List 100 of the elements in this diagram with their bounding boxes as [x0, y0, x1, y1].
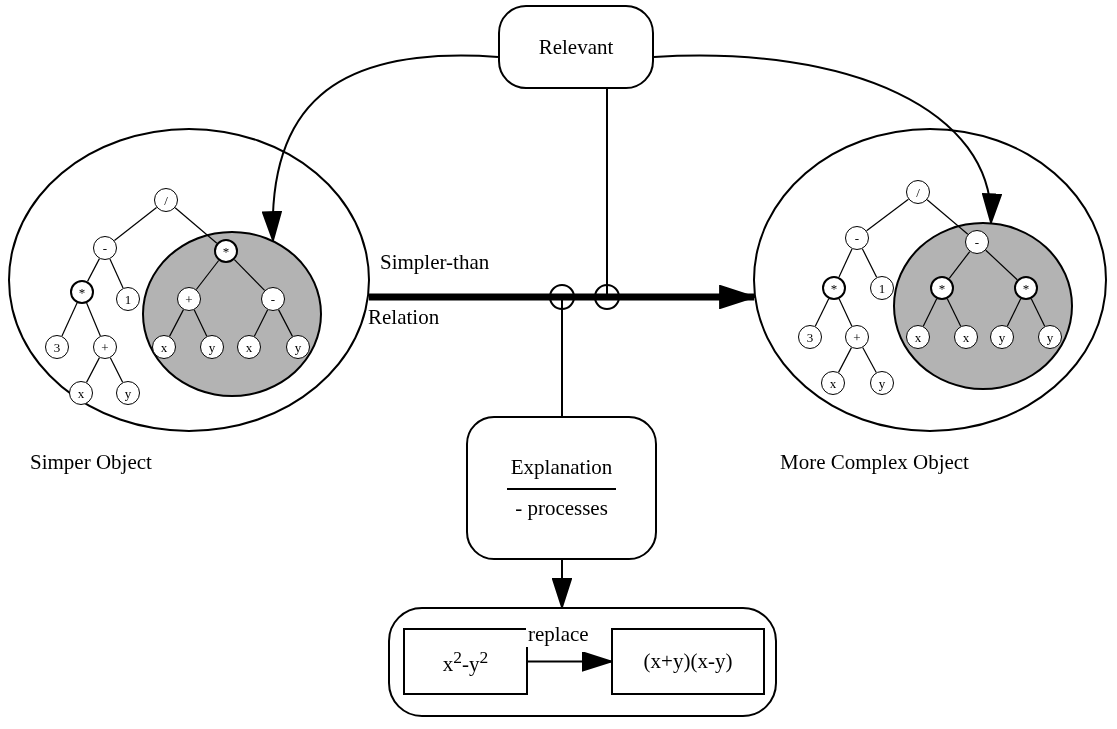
node-symbol: / — [164, 193, 168, 207]
tree-node — [870, 371, 894, 395]
node-symbol: / — [916, 185, 920, 199]
tree-branch — [86, 258, 101, 282]
tree-node — [116, 381, 140, 405]
tree-branch — [814, 298, 830, 327]
node-symbol: x — [77, 386, 85, 400]
object-caption: More Complex Object — [780, 450, 969, 475]
node-subtitle: - processes — [515, 496, 608, 521]
tree-branch — [85, 357, 101, 383]
tree-branch — [922, 298, 938, 327]
tree-branch — [109, 258, 124, 289]
relation-label: Relation — [368, 305, 440, 330]
object-caption: Simper Object — [30, 450, 152, 475]
tree-node — [45, 335, 69, 359]
node-symbol: * — [1022, 281, 1030, 295]
node-symbol: + — [101, 340, 109, 354]
tree-branch — [113, 206, 158, 242]
tree-branch — [948, 250, 971, 280]
tree-branch — [838, 248, 853, 278]
tree-branch — [86, 302, 101, 337]
tree-branch — [61, 302, 78, 337]
tree-branch — [1006, 298, 1022, 327]
node-symbol: - — [102, 241, 108, 255]
tree-node — [93, 335, 117, 359]
node-title: Relevant — [538, 34, 614, 60]
node-symbol: * — [78, 285, 86, 299]
node-symbol: x — [914, 330, 922, 344]
node-symbol: 1 — [124, 292, 132, 306]
tree-node — [152, 335, 176, 359]
tree-node — [845, 226, 869, 250]
tree-branch — [277, 309, 294, 337]
tree-branch — [195, 259, 220, 291]
arrow — [552, 559, 572, 608]
tree-node — [822, 276, 846, 300]
expression-box — [403, 628, 528, 695]
tree-node — [261, 287, 285, 311]
rounded-box — [466, 416, 657, 560]
node-title: (x+y)(x-y) — [643, 649, 733, 674]
tree-branch — [168, 309, 185, 337]
tree-node — [1014, 276, 1038, 300]
tree-node — [870, 276, 894, 300]
relation-label: Simpler-than — [380, 250, 490, 275]
arrow — [527, 651, 612, 672]
expression-box — [611, 628, 765, 695]
arrow — [263, 54, 499, 242]
node-symbol: 1 — [878, 281, 886, 295]
tree-node — [177, 287, 201, 311]
node-symbol: - — [854, 231, 860, 245]
tree-node — [154, 188, 178, 212]
tree-node — [906, 325, 930, 349]
tree-node — [954, 325, 978, 349]
tree-node — [1038, 325, 1062, 349]
tree-branch — [1030, 298, 1046, 327]
tree-node — [965, 230, 989, 254]
node-symbol: y — [294, 340, 302, 354]
node-symbol: + — [185, 292, 193, 306]
tree-branch — [174, 207, 218, 244]
tree-node — [214, 239, 238, 263]
tree-node — [798, 325, 822, 349]
tree-node — [286, 335, 310, 359]
tree-node — [845, 325, 869, 349]
node-symbol: - — [270, 292, 276, 306]
node-symbol: 3 — [53, 340, 61, 354]
tree-node — [200, 335, 224, 359]
node-symbol: y — [1046, 330, 1054, 344]
tree-node — [69, 381, 93, 405]
tree-node — [906, 180, 930, 204]
node-symbol: - — [974, 235, 980, 249]
node-symbol: x — [962, 330, 970, 344]
tree-node — [990, 325, 1014, 349]
tree-branch — [985, 249, 1018, 281]
node-symbol: + — [853, 330, 861, 344]
node-symbol: * — [222, 244, 230, 258]
node-symbol: * — [938, 281, 946, 295]
tree-node — [70, 280, 94, 304]
rounded-container — [388, 607, 777, 717]
tree-branch — [837, 347, 853, 373]
tree-branch — [946, 298, 962, 327]
tree-branch — [866, 198, 909, 232]
arrow — [653, 54, 999, 224]
object-circle — [753, 128, 1107, 432]
tree-branch — [838, 298, 853, 327]
tree-node — [821, 371, 845, 395]
node-symbol: y — [878, 376, 886, 390]
tree-branch — [862, 346, 877, 374]
node-symbol: y — [208, 340, 216, 354]
rounded-box — [498, 5, 654, 89]
node-symbol: x — [829, 376, 837, 390]
tree-node — [237, 335, 261, 359]
node-title: x$^{2}$-y$^{2}$ — [442, 646, 489, 677]
tree-branch — [109, 357, 124, 383]
tree-branch — [193, 309, 208, 337]
tree-node — [930, 276, 954, 300]
node-symbol: x — [160, 340, 168, 354]
tree-branch — [233, 258, 266, 292]
node-title: Explanation — [506, 455, 617, 490]
object-circle — [8, 128, 370, 432]
node-symbol: * — [830, 281, 838, 295]
arrow — [368, 285, 756, 309]
